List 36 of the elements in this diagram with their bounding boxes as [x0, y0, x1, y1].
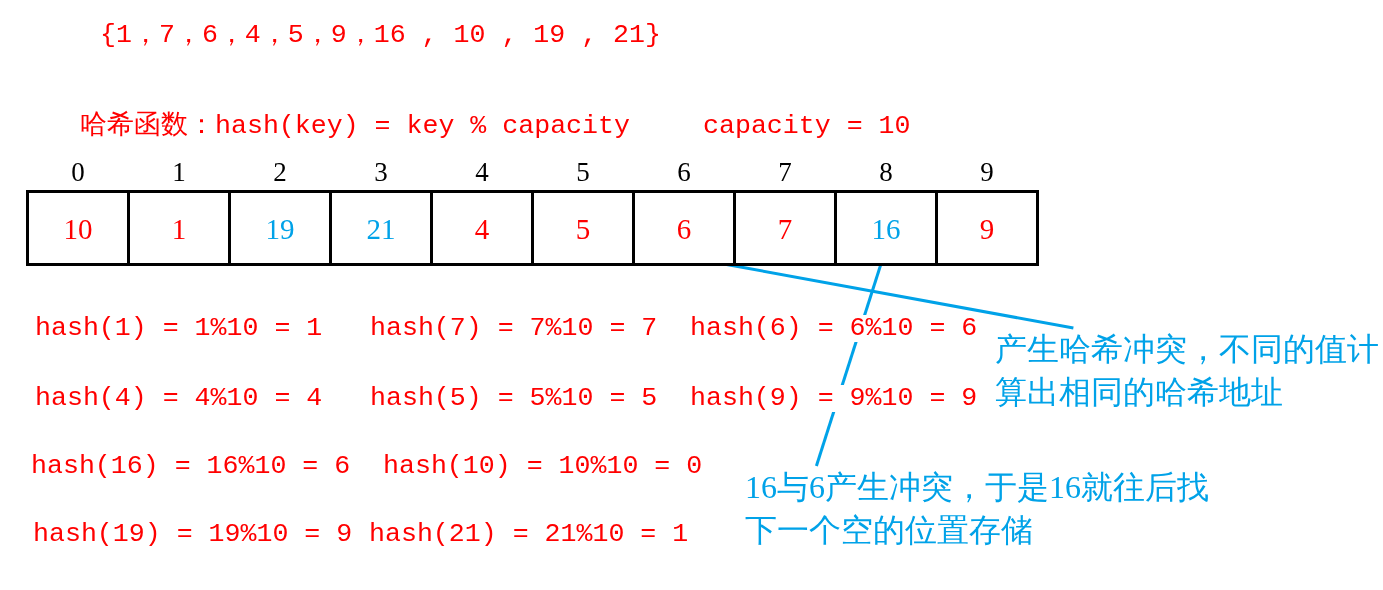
hash-equation: hash(16) = 16%10 = 6: [31, 453, 351, 480]
hash-equation: hash(1) = 1%10 = 1: [35, 315, 323, 342]
cell-value: 5: [574, 215, 592, 244]
cell-value: 6: [675, 215, 693, 244]
capacity-text: capacity = 10: [703, 113, 911, 140]
hash-equation: hash(5) = 5%10 = 5: [370, 385, 658, 412]
hash-equation: hash(10) = 10%10 = 0: [383, 453, 703, 480]
cell-value: 9: [978, 215, 996, 244]
hash-equation: hash(6) = 6%10 = 6: [690, 315, 978, 342]
index-label: 7: [777, 159, 793, 186]
leader-line: [726, 263, 1074, 330]
hash-equation: hash(4) = 4%10 = 4: [35, 385, 323, 412]
index-label: 8: [878, 159, 894, 186]
index-label: 3: [373, 159, 389, 186]
index-label: 1: [171, 159, 187, 186]
cell-value: 21: [365, 215, 397, 244]
cell-value: 10: [62, 215, 94, 244]
cell-value: 19: [264, 215, 296, 244]
index-label: 2: [272, 159, 288, 186]
index-label: 4: [474, 159, 490, 186]
index-label: 0: [70, 159, 86, 186]
cell-value: 1: [170, 215, 188, 244]
index-label: 5: [575, 159, 591, 186]
hash-equation: hash(19) = 19%10 = 9: [33, 521, 353, 548]
cell-value: 7: [776, 215, 794, 244]
callout-text: 产生哈希冲突，不同的值计算出相同的哈希地址: [995, 328, 1383, 414]
index-label: 9: [979, 159, 995, 186]
hash-equation: hash(9) = 9%10 = 9: [690, 385, 978, 412]
number-set: {1，7，6，4，5，9，16 , 10 , 19 , 21}: [100, 22, 661, 49]
cell-value: 16: [870, 215, 902, 244]
index-label: 6: [676, 159, 692, 186]
hash-function-text: 哈希函数：hash(key) = key % capacity: [80, 113, 630, 140]
hash-equation: hash(7) = 7%10 = 7: [370, 315, 658, 342]
callout-text: 16与6产生冲突，于是16就往后找下一个空的位置存储: [745, 466, 1221, 552]
hash-equation: hash(21) = 21%10 = 1: [369, 521, 689, 548]
cell-value: 4: [473, 215, 491, 244]
